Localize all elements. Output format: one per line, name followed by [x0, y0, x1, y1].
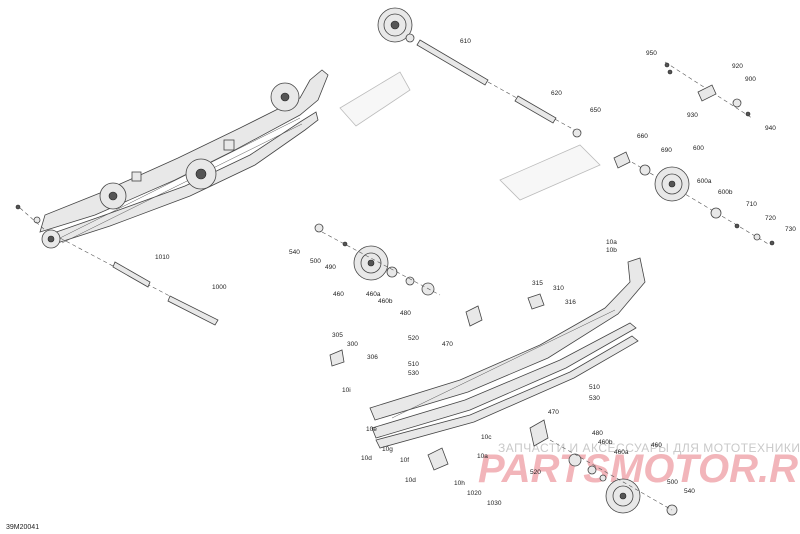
top-idler-assembly: [377, 7, 582, 138]
callout-460a-top: 460a: [366, 291, 381, 298]
right-idler-assembly: [613, 151, 775, 246]
diagram-code: 39M20041: [6, 524, 39, 531]
callout-600b: 600b: [718, 189, 733, 196]
hardware-top-right: [664, 61, 753, 119]
shafts-left: [59, 237, 219, 326]
callout-540-top: 540: [289, 249, 300, 256]
callout-300: 300: [347, 341, 358, 348]
callout-1000: 1000: [212, 284, 227, 291]
callout-530-right: 530: [589, 395, 600, 402]
callout-920: 920: [732, 63, 743, 70]
callout-460b-bottom: 460b: [598, 439, 613, 446]
callout-730: 730: [785, 226, 796, 233]
callout-305: 305: [332, 332, 343, 339]
callout-470-top: 470: [442, 341, 453, 348]
callout-540-bottom: 540: [684, 488, 695, 495]
callout-530-left: 530: [408, 370, 419, 377]
callout-610: 610: [460, 38, 471, 45]
callout-316: 316: [565, 299, 576, 306]
callout-520-top: 520: [408, 335, 419, 342]
callout-660: 660: [637, 133, 648, 140]
right-rail-assembly: [314, 223, 678, 516]
callout-500-bottom: 500: [667, 479, 678, 486]
callout-10f: 10f: [400, 457, 409, 464]
callout-10g: 10g: [382, 446, 393, 453]
left-rail-assembly: [15, 69, 329, 249]
watermark-logo: PARTSMOTOR.RU: [478, 447, 800, 491]
watermark-subtitle: ЗАПЧАСТИ И АКСЕССУАРЫ ДЛЯ МОТОТЕХНИКИ: [498, 441, 800, 455]
callout-650: 650: [590, 107, 601, 114]
callout-620: 620: [551, 90, 562, 97]
callout-940: 940: [765, 125, 776, 132]
callout-10d-top: 10d: [361, 455, 372, 462]
callout-510-right: 510: [589, 384, 600, 391]
callout-460-bottom: 460: [651, 442, 662, 449]
callout-720: 720: [765, 215, 776, 222]
callout-690: 690: [661, 147, 672, 154]
callout-950: 950: [646, 50, 657, 57]
callout-315: 315: [532, 280, 543, 287]
callout-1030: 1030: [487, 500, 502, 507]
ghost-bracket-middle: [499, 144, 601, 201]
callout-460b-top: 460b: [378, 298, 393, 305]
callout-labels: 610 620 650 660 690 600 600a 600b 710 72…: [155, 38, 796, 507]
callout-10h: 10h: [454, 480, 465, 487]
callout-10a-bottom: 10a: [477, 453, 488, 460]
callout-480-bottom: 480: [592, 430, 603, 437]
callout-10a-top: 10a: [606, 239, 617, 246]
callout-600a: 600a: [697, 178, 712, 185]
callout-460a-bottom: 460a: [614, 449, 629, 456]
callout-310: 310: [553, 285, 564, 292]
callout-10e: 10e: [366, 426, 377, 433]
callout-306: 306: [367, 354, 378, 361]
callout-1020: 1020: [467, 490, 482, 497]
callout-490: 490: [325, 264, 336, 271]
callout-460-top: 460: [333, 291, 344, 298]
callout-930: 930: [687, 112, 698, 119]
callout-900: 900: [745, 76, 756, 83]
callout-520-bottom: 520: [530, 469, 541, 476]
callout-480-top: 480: [400, 310, 411, 317]
ghost-bracket-top: [339, 71, 411, 127]
callout-600: 600: [693, 145, 704, 152]
callout-10c: 10c: [481, 434, 492, 441]
callout-510-left: 510: [408, 361, 419, 368]
callout-10b: 10b: [606, 247, 617, 254]
callout-500-top: 500: [310, 258, 321, 265]
callout-470-bottom: 470: [548, 409, 559, 416]
callout-10d-bottom: 10d: [405, 477, 416, 484]
callout-10i: 10i: [342, 387, 351, 394]
callout-710: 710: [746, 201, 757, 208]
callout-1010: 1010: [155, 254, 170, 261]
